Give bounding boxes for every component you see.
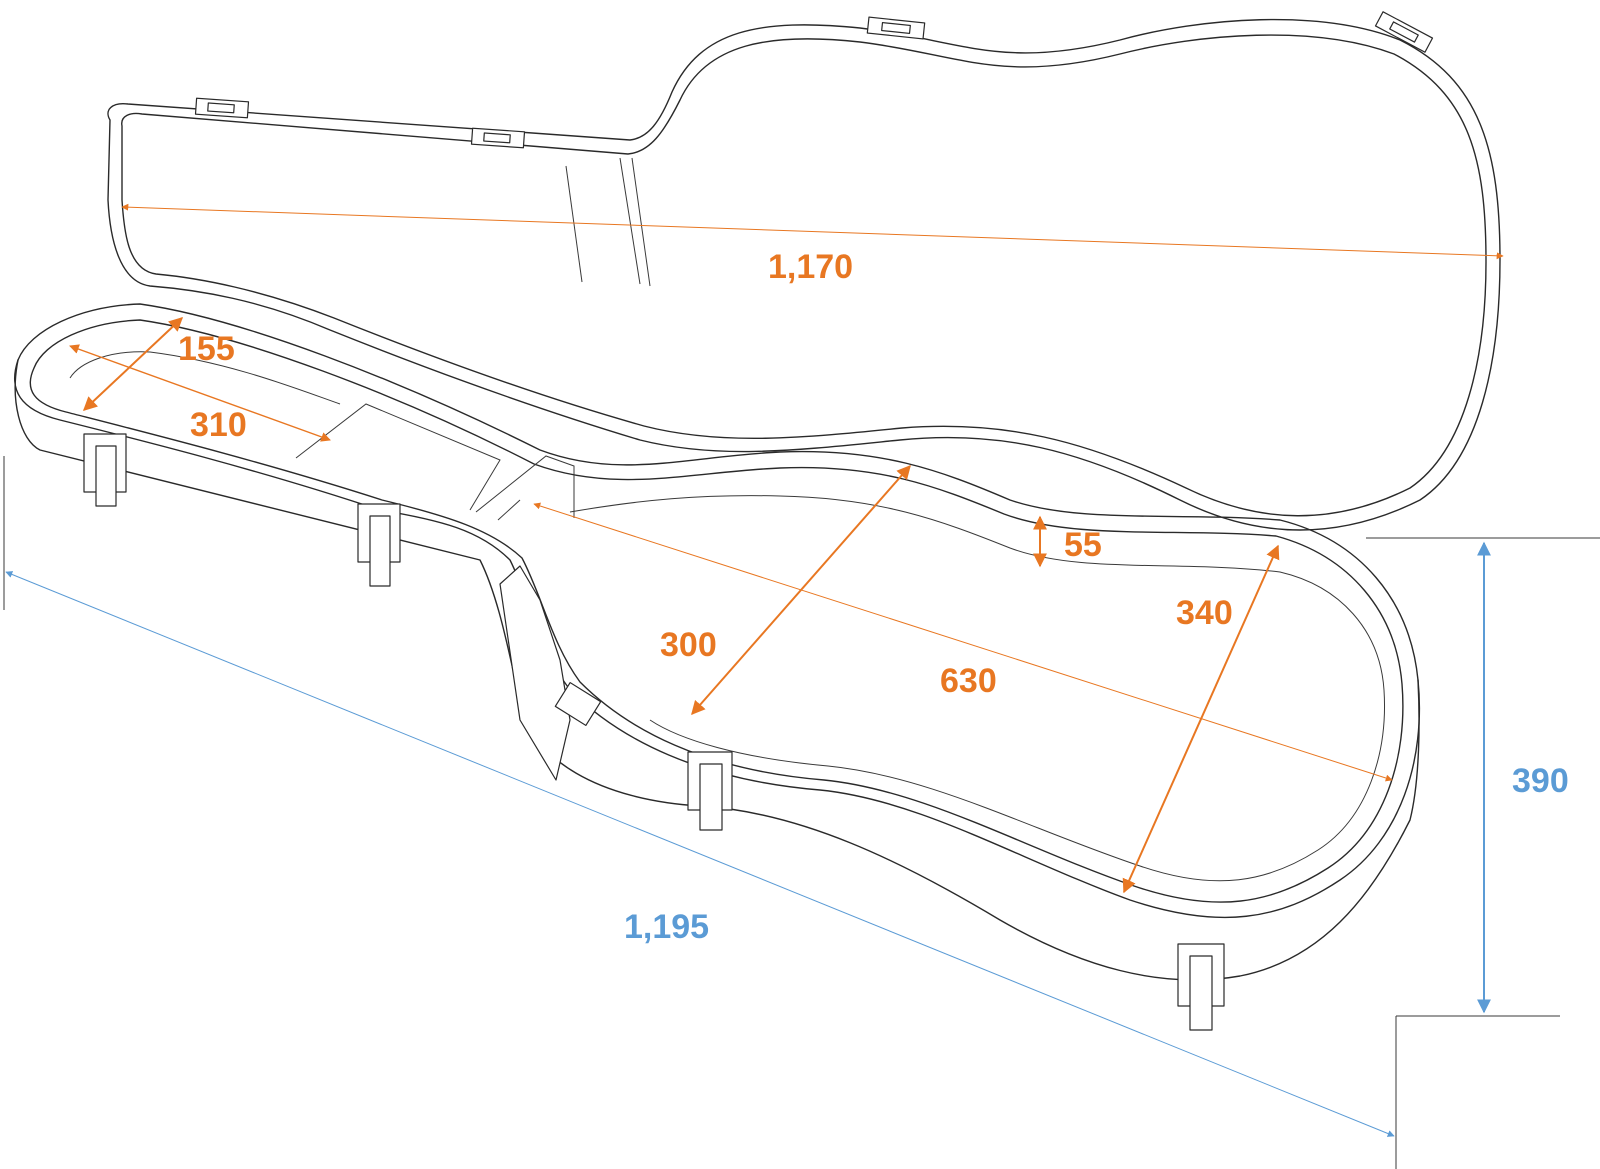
base-latch-2 <box>357 503 401 587</box>
overall-length-arrow <box>5 571 1395 1137</box>
height-label: 390 <box>1512 762 1569 800</box>
base-handle <box>499 565 602 781</box>
lid-length-arrow <box>121 203 1504 260</box>
neck-width-label: 155 <box>178 330 235 368</box>
neck-length-arrow <box>69 344 331 442</box>
lower-bout-label: 300 <box>660 626 717 664</box>
extension-lines <box>3 456 1600 1169</box>
base-latch-3 <box>687 751 733 831</box>
lid-latch-4 <box>1374 11 1434 53</box>
neck-width-arrow <box>82 317 184 411</box>
upper-bout-label: 340 <box>1176 594 1233 632</box>
neck-length-label: 310 <box>190 406 247 444</box>
depth-label: 55 <box>1064 526 1102 564</box>
dimension-labels: 1,170 155 310 300 55 340 630 390 1,195 <box>178 248 1569 946</box>
base-latch-1 <box>83 433 127 507</box>
lid-latch-1 <box>194 97 250 119</box>
lid-length-label: 1,170 <box>768 248 853 286</box>
exterior-dimension-arrows <box>5 541 1491 1137</box>
lid-latch-2 <box>470 127 526 149</box>
body-length-label: 630 <box>940 662 997 700</box>
base-latch-4 <box>1177 943 1225 1031</box>
overall-length-label: 1,195 <box>624 908 709 946</box>
lid-latch-3 <box>866 16 926 40</box>
interior-dimension-arrows <box>69 203 1504 894</box>
